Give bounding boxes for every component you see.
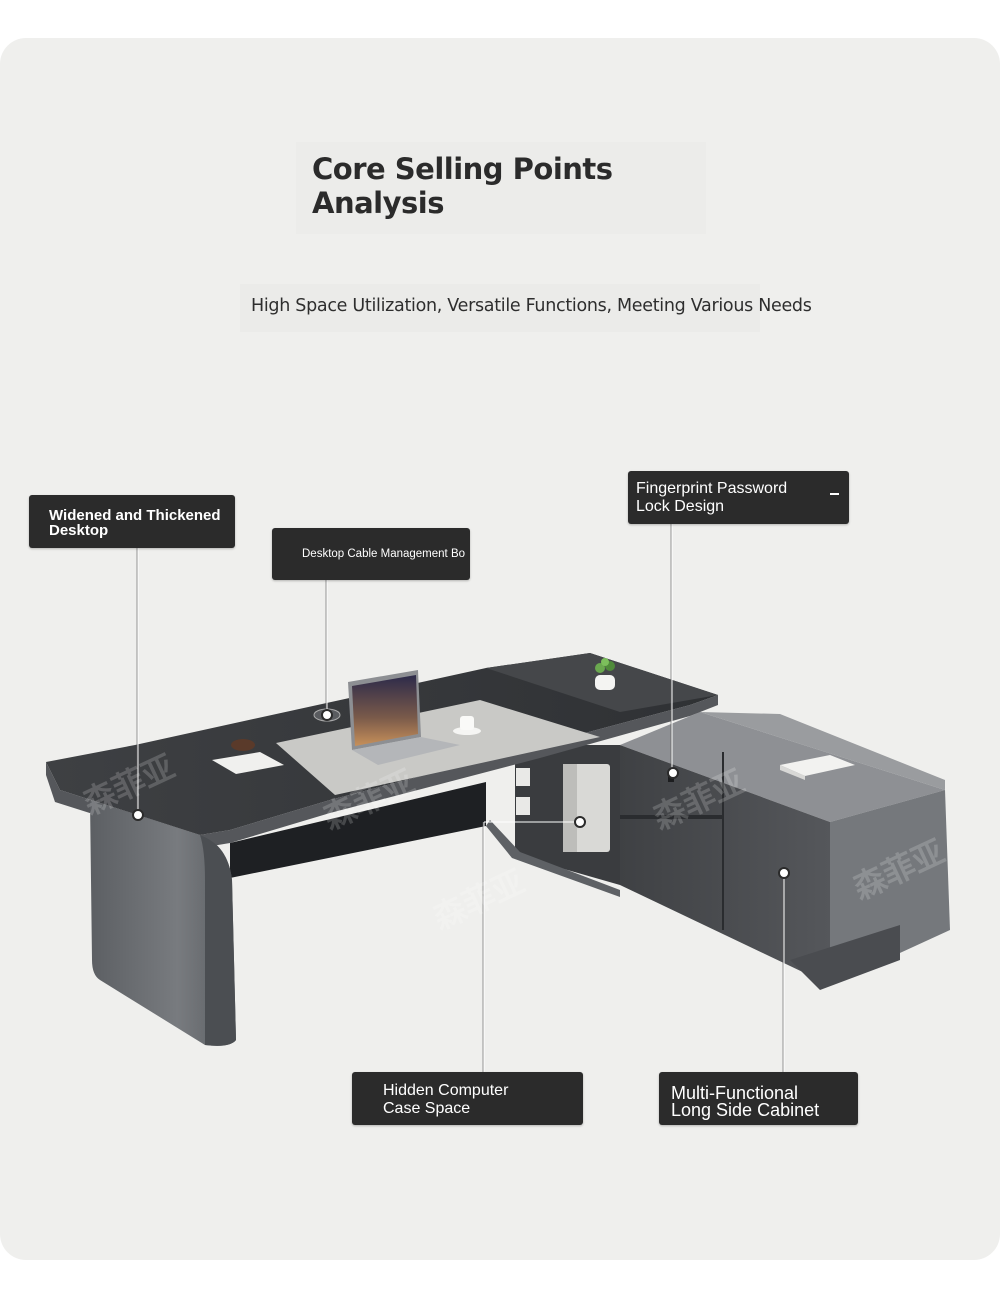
leader-lines	[137, 524, 785, 1072]
svg-text:森菲亚: 森菲亚	[427, 862, 530, 937]
page-subtitle: High Space Utilization, Versatile Functi…	[251, 296, 812, 316]
modesty-panel	[230, 782, 486, 878]
laptop	[348, 670, 460, 765]
book-and-bowl	[212, 739, 284, 774]
page-title: Core Selling Points Analysis	[312, 152, 613, 220]
callout-cabinet-text: Multi-Functional Long Side Cabinet	[671, 1083, 820, 1120]
side-cabinet	[620, 712, 950, 990]
callout-cable-text: Desktop Cable Management Bo	[302, 548, 466, 560]
callout-cable-management: Desktop Cable Management Bo	[272, 528, 470, 580]
desk-leg	[90, 800, 236, 1046]
potted-plant	[595, 658, 615, 690]
title-backdrop	[296, 142, 706, 234]
coffee-cup	[453, 716, 481, 735]
callout-desktop: Widened and Thickened Desktop	[29, 495, 235, 548]
subtitle-backdrop	[240, 284, 760, 332]
open-shelf	[486, 745, 620, 897]
leader-lines-shadow	[136, 524, 784, 1072]
callout-desktop-text: Widened and Thickened Desktop	[49, 507, 221, 539]
callout-fingerprint-lock: Fingerprint Password Lock Design	[628, 471, 849, 524]
callout-computer-case: Hidden Computer Case Space	[352, 1072, 583, 1125]
product-card	[0, 38, 1000, 1260]
callout-case-text: Hidden Computer Case Space	[383, 1082, 509, 1117]
callout-dot-icon	[132, 709, 790, 879]
callout-lock-text: Fingerprint Password Lock Design	[636, 480, 788, 515]
callout-side-cabinet: Multi-Functional Long Side Cabinet	[659, 1072, 858, 1125]
dash-icon	[830, 493, 839, 495]
